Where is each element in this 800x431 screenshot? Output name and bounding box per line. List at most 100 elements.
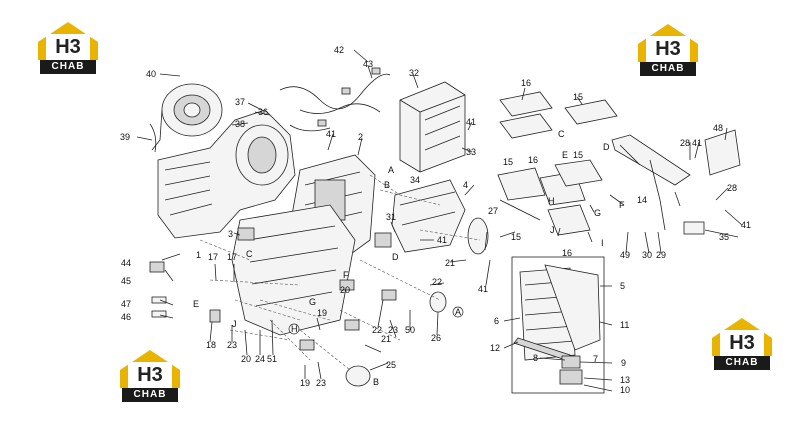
label-28a: 28 <box>680 138 690 148</box>
label-32: 32 <box>409 68 419 78</box>
duct <box>611 129 741 231</box>
label-40: 40 <box>146 69 156 79</box>
label-16c: 16 <box>562 248 572 258</box>
label-38: 38 <box>235 119 245 129</box>
leader-lines <box>136 49 743 392</box>
label-20b: 20 <box>241 354 251 364</box>
label-33: 33 <box>466 147 476 157</box>
label-14: 14 <box>637 195 647 205</box>
watermark-logo-bottom-left: H3 CHAB <box>118 348 182 404</box>
label-42: 42 <box>334 45 344 55</box>
label-35: 35 <box>719 232 729 242</box>
label-45: 45 <box>121 276 131 286</box>
label-22a: 22 <box>432 277 442 287</box>
label-J2: J <box>232 319 237 329</box>
house-logo-icon <box>120 350 180 388</box>
watermark-mark: H3 <box>655 38 681 60</box>
label-15a: 15 <box>573 92 583 102</box>
label-28b: 28 <box>727 183 737 193</box>
label-G2: G <box>309 297 316 307</box>
label-12: 12 <box>490 343 500 353</box>
label-41c: 41 <box>437 235 447 245</box>
label-G: G <box>594 208 601 218</box>
label-25: 25 <box>386 360 396 370</box>
label-51: 51 <box>267 354 277 364</box>
label-17a: 17 <box>208 252 218 262</box>
watermark-logo-top-right: H3 CHAB <box>636 22 700 78</box>
label-41e: 41 <box>692 138 702 148</box>
label-5: 5 <box>620 281 625 291</box>
label-20a: 20 <box>340 285 350 295</box>
blower-motor <box>149 83 223 153</box>
label-B2: B <box>373 377 379 387</box>
label-B: B <box>384 180 390 190</box>
label-H2: H <box>291 324 298 334</box>
label-A: A <box>388 165 394 175</box>
label-43: 43 <box>363 59 373 69</box>
label-16b: 16 <box>528 155 538 165</box>
callout-labels: 1 2 3 4 5 6 7 8 9 10 11 12 13 14 15 15 1… <box>120 45 751 395</box>
label-19b: 19 <box>300 378 310 388</box>
label-48: 48 <box>713 123 723 133</box>
house-logo-icon <box>38 22 98 60</box>
label-F2: F <box>343 270 349 280</box>
label-44: 44 <box>121 258 131 268</box>
label-10: 10 <box>620 385 630 395</box>
label-F: F <box>619 200 625 210</box>
label-D2: D <box>392 252 399 262</box>
label-17b: 17 <box>227 252 237 262</box>
label-H: H <box>548 196 555 206</box>
label-15c: 15 <box>573 150 583 160</box>
label-6: 6 <box>494 316 499 326</box>
label-E: E <box>562 150 568 160</box>
label-23b: 23 <box>388 325 398 335</box>
label-2: 2 <box>358 132 363 142</box>
watermark-logo-bottom-right: H3 CHAB <box>710 316 774 372</box>
label-46: 46 <box>121 312 131 322</box>
label-18: 18 <box>206 340 216 350</box>
watermark-text: CHAB <box>40 60 96 74</box>
label-A2: A <box>455 307 461 317</box>
label-31: 31 <box>386 212 396 222</box>
label-3: 3 <box>228 229 233 239</box>
watermark-mark: H3 <box>137 364 163 386</box>
label-22b: 22 <box>372 325 382 335</box>
watermark-mark: H3 <box>729 332 755 354</box>
label-49: 49 <box>620 250 630 260</box>
label-I: I <box>601 238 604 248</box>
label-23a: 23 <box>227 340 237 350</box>
label-26: 26 <box>431 333 441 343</box>
label-34: 34 <box>410 175 420 185</box>
label-41f: 41 <box>741 220 751 230</box>
label-29: 29 <box>656 250 666 260</box>
label-11: 11 <box>620 320 629 330</box>
watermark-mark: H3 <box>55 36 81 58</box>
wire-harness <box>279 67 391 132</box>
label-41d: 41 <box>478 284 488 294</box>
label-21a: 21 <box>445 258 455 268</box>
label-7: 7 <box>593 354 598 364</box>
lower-case <box>231 204 356 336</box>
label-23c: 23 <box>316 378 326 388</box>
evaporator-housing <box>391 179 466 253</box>
label-24: 24 <box>255 354 265 364</box>
small-parts <box>149 217 705 387</box>
house-logo-icon <box>712 318 772 356</box>
label-C: C <box>558 129 565 139</box>
evaporator-core-box <box>511 256 605 394</box>
label-30: 30 <box>642 250 652 260</box>
label-4: 4 <box>463 180 468 190</box>
heater-core <box>399 81 466 173</box>
label-15b: 15 <box>503 157 513 167</box>
label-16a: 16 <box>521 78 531 88</box>
label-21b: 21 <box>381 334 391 344</box>
label-41a: 41 <box>326 129 336 139</box>
label-47: 47 <box>121 299 131 309</box>
label-15d: 15 <box>511 232 521 242</box>
label-39: 39 <box>120 132 130 142</box>
label-8: 8 <box>533 353 538 363</box>
label-1: 1 <box>196 250 201 260</box>
watermark-text: CHAB <box>714 356 770 370</box>
filter-panels <box>497 91 618 236</box>
